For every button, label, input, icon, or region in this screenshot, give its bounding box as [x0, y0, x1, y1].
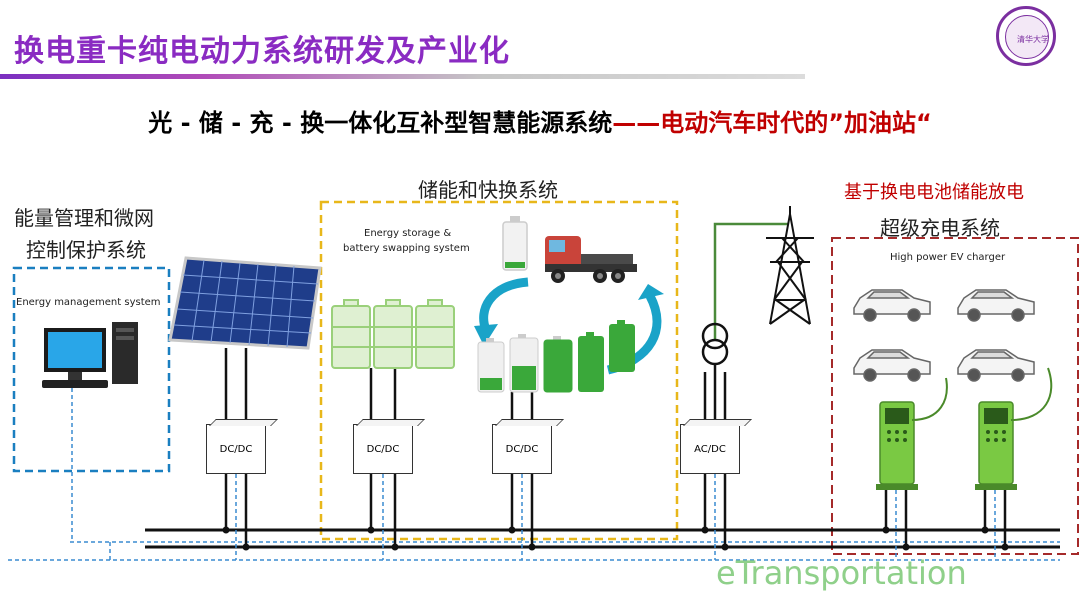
subtitle-part2: ——电动汽车时代的”加油站“: [612, 109, 932, 137]
battery-icon: [502, 216, 528, 271]
university-logo: 清华大学: [996, 6, 1056, 66]
watermark: eTransportation: [716, 554, 967, 592]
storage-box: [319, 200, 679, 541]
car-icon: [853, 289, 1035, 382]
pv-dcdc-converter: DC/DC: [206, 424, 266, 474]
pylon-icon: [766, 206, 814, 325]
ems-title-line1: 能量管理和微网: [14, 206, 154, 230]
title-underline: [0, 74, 805, 79]
storage-caption-line1: Energy storage &: [364, 228, 452, 239]
storage-caption-line2: battery swapping system: [343, 243, 470, 254]
grid-acdc-converter: AC/DC: [680, 424, 740, 474]
slide-title: 换电重卡纯电动力系统研发及产业化: [14, 34, 510, 69]
storage-title: 储能和快换系统: [418, 178, 558, 202]
charger-caption: High power EV charger: [890, 252, 1006, 263]
subtitle-part1: 光 - 储 - 充 - 换一体化互补型智慧能源系统: [148, 109, 613, 137]
charger-title-line2: 超级充电系统: [880, 216, 1000, 240]
battery-row-icon: [477, 320, 635, 393]
slide-subtitle: 光 - 储 - 充 - 换一体化互补型智慧能源系统——电动汽车时代的”加油站“: [0, 103, 1080, 138]
grid-line: [713, 222, 788, 340]
ems-title-line2: 控制保护系统: [26, 238, 146, 262]
logo-seal: 清华大学: [1005, 15, 1049, 59]
storage-dcdc-converter: DC/DC: [353, 424, 413, 474]
computer-icon: [42, 322, 138, 388]
ev-charger-icon: [876, 367, 1053, 490]
solar-panel-icon: [168, 256, 322, 350]
truck-icon: [545, 236, 637, 283]
charger-box: [831, 237, 1079, 555]
ems-box: [12, 266, 171, 473]
logo-text: 清华大学: [1017, 35, 1049, 44]
swap-dcdc-converter: DC/DC: [492, 424, 552, 474]
charger-title-line1: 基于换电电池储能放电: [844, 182, 1024, 203]
battery-bank-icon: [331, 299, 455, 369]
ems-caption: Energy management system: [16, 297, 161, 308]
